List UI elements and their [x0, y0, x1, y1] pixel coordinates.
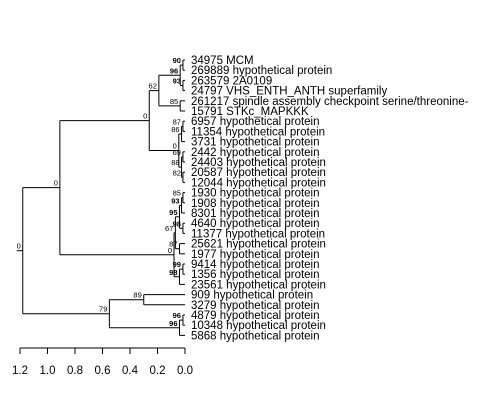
leaf-label: 11377 hypothetical protein — [191, 228, 325, 240]
tree-branches — [16, 59, 185, 336]
axis-tick-label: 1.0 — [40, 365, 56, 377]
support-value: 86 — [171, 125, 179, 134]
leaf-label: 34975 MCM — [191, 55, 254, 67]
support-value: 98 — [169, 268, 177, 277]
leaf-label: 4640 hypothetical protein — [191, 218, 320, 230]
support-value: 96 — [173, 311, 181, 320]
leaf-label: 269889 hypothetical protein — [191, 65, 332, 77]
leaf-label: 10348 hypothetical protein — [191, 320, 326, 332]
distance-axis: 1.2 1.0 0.8 0.6 0.4 0.2 0.0 — [12, 347, 193, 377]
leaf-label: 1356 hypothetical protein — [191, 269, 320, 281]
axis-tick-label: 1.2 — [12, 365, 28, 377]
leaf-label: 909 hypothetical protein — [191, 290, 313, 302]
support-value: 0 — [54, 179, 58, 188]
support-value: 85 — [173, 189, 181, 198]
support-value: 88 — [171, 158, 179, 167]
support-value: 85 — [170, 97, 178, 106]
leaf-label: 3279 hypothetical protein — [191, 300, 320, 312]
leaf-label: 261217 spindle assembly checkpoint serin… — [191, 96, 469, 108]
leaf-label: 5868 hypothetical protein — [191, 330, 320, 342]
axis-tick-label: 0.0 — [177, 365, 193, 377]
leaf-label: 4879 hypothetical protein — [191, 310, 320, 322]
leaf-label: 23561 hypothetical protein — [191, 279, 326, 291]
leaf-label: 8301 hypothetical protein — [191, 208, 320, 220]
axis-tick-label: 0.4 — [122, 365, 139, 377]
support-values: 9093968562878669828800859398958767999800… — [17, 56, 181, 328]
support-value: 67 — [165, 224, 173, 233]
support-value: 93 — [171, 196, 179, 205]
axis-tick-label: 0.8 — [67, 365, 83, 377]
leaf-label: 11354 hypothetical protein — [191, 126, 325, 138]
support-value: 98 — [173, 219, 181, 228]
support-value: 96 — [169, 319, 177, 328]
support-value: 99 — [173, 260, 181, 269]
support-value: 79 — [99, 305, 107, 314]
support-value: 69 — [173, 148, 181, 157]
support-value: 87 — [173, 117, 181, 126]
leaf-label: 2442 hypothetical protein — [191, 147, 320, 159]
support-value: 87 — [169, 240, 177, 249]
axis-tick-label: 0.6 — [95, 365, 111, 377]
support-value: 0 — [143, 112, 147, 121]
support-value: 95 — [169, 208, 177, 217]
leaf-label: 12044 hypothetical protein — [191, 177, 326, 189]
leaf-label: 1908 hypothetical protein — [191, 198, 320, 210]
leaf-label: 15791 STKc_MAPKKK — [191, 106, 309, 118]
leaf-label: 25621 hypothetical protein — [191, 239, 326, 251]
support-value: 96 — [170, 66, 178, 75]
leaf-label: 20587 hypothetical protein — [191, 167, 326, 179]
support-value: 0 — [17, 242, 21, 251]
leaf-label: 9414 hypothetical protein — [191, 259, 320, 271]
leaf-label: 1977 hypothetical protein — [191, 249, 320, 261]
support-value: 90 — [173, 56, 181, 65]
support-value: 0 — [168, 246, 172, 255]
support-value: 0 — [173, 142, 177, 151]
leaf-label: 6957 hypothetical protein — [191, 116, 320, 128]
support-value: 62 — [149, 82, 157, 91]
leaf-label: 263579 2A0109 — [191, 75, 272, 87]
leaf-label: 1930 hypothetical protein — [191, 188, 320, 200]
leaf-label: 24403 hypothetical protein — [191, 157, 326, 169]
leaf-label: 3731 hypothetical protein — [191, 137, 320, 149]
leaf-label: 24797 VHS_ENTH_ANTH superfamily — [191, 86, 387, 98]
support-value: 93 — [173, 77, 181, 86]
axis-tick-label: 0.2 — [150, 365, 166, 377]
support-value: 89 — [133, 291, 141, 300]
support-value: 82 — [173, 168, 181, 177]
